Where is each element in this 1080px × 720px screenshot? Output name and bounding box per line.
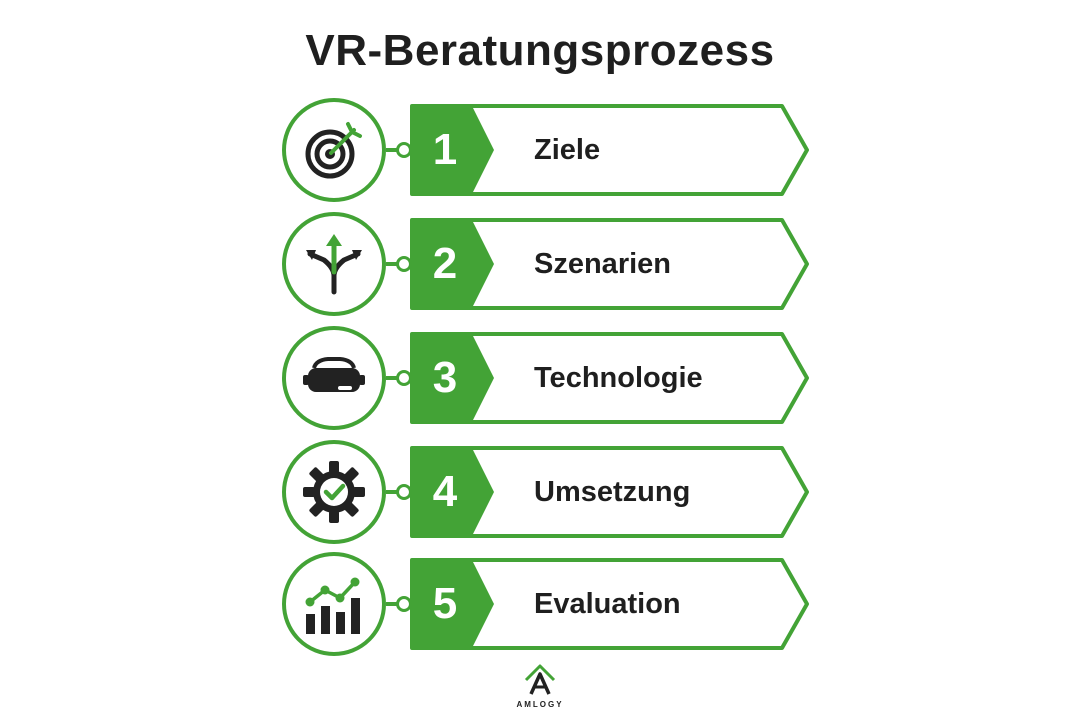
step-label: Evaluation bbox=[534, 588, 681, 620]
step-arrow-box: 5 Evaluation bbox=[410, 558, 810, 650]
process-step-1: 1 Ziele bbox=[0, 98, 1080, 218]
step-label: Ziele bbox=[534, 134, 601, 166]
bar-chart-icon bbox=[305, 577, 360, 634]
process-step-3: 3 Technologie bbox=[0, 326, 1080, 446]
step-number: 5 bbox=[432, 579, 458, 628]
split-arrows-icon bbox=[306, 234, 362, 295]
step-arrow-box: 4 Umsetzung bbox=[410, 446, 810, 538]
step-label: Technologie bbox=[534, 362, 703, 394]
step-label: Umsetzung bbox=[534, 476, 691, 508]
step-icon-circle bbox=[282, 552, 386, 656]
step-icon-circle bbox=[282, 212, 386, 316]
step-number: 1 bbox=[432, 125, 458, 174]
step-number: 4 bbox=[432, 467, 458, 516]
page-title: VR-Beratungsprozess bbox=[305, 26, 775, 75]
step-arrow-box: 2 Szenarien bbox=[410, 218, 810, 310]
logo-text: AMLOGY bbox=[516, 700, 564, 709]
step-number: 3 bbox=[432, 353, 458, 402]
step-arrow-box: 1 Ziele bbox=[410, 104, 810, 196]
process-step-5: 5 Evaluation bbox=[0, 552, 1080, 672]
logo-icon bbox=[524, 664, 556, 695]
process-step-4: 4 Umsetzung bbox=[0, 440, 1080, 560]
gear-check-icon bbox=[303, 461, 365, 523]
step-icon-circle bbox=[282, 98, 386, 202]
step-icon-circle bbox=[282, 326, 386, 430]
brand-logo: AMLOGY bbox=[510, 662, 570, 718]
step-icon-circle bbox=[282, 440, 386, 544]
step-arrow-box: 3 Technologie bbox=[410, 332, 810, 424]
target-icon bbox=[305, 122, 362, 179]
process-step-2: 2 Szenarien bbox=[0, 212, 1080, 332]
step-label: Szenarien bbox=[534, 248, 671, 280]
vr-headset-icon bbox=[303, 357, 365, 392]
step-number: 2 bbox=[432, 239, 458, 288]
